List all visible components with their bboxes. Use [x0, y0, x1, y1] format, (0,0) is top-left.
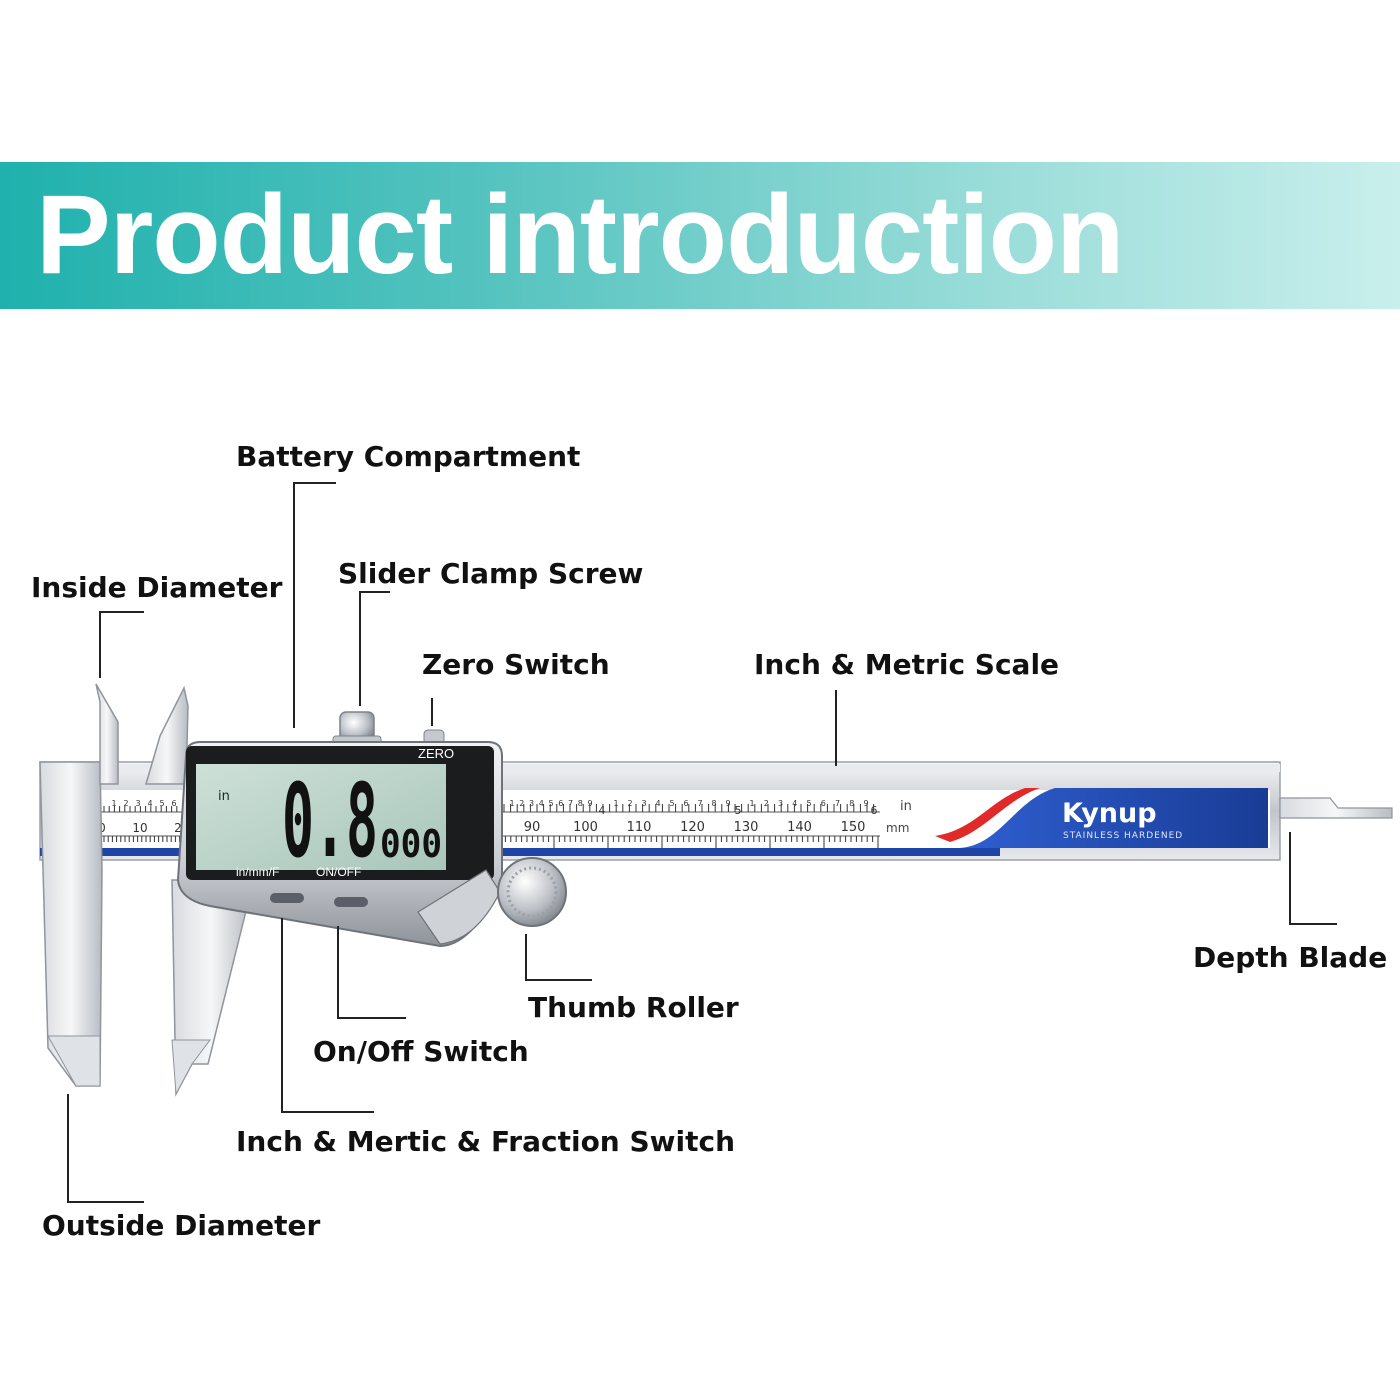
mm-scale-number: 100 [573, 820, 598, 835]
inch-minor-digit: 1 [749, 799, 754, 808]
inch-minor-digit: 7 [835, 799, 840, 808]
inch-minor-digit: 2 [764, 799, 769, 808]
brand-subtitle: STAINLESS HARDENED [1063, 831, 1183, 841]
leader-battery-compartment [293, 482, 336, 728]
jaw-mm-number: 0 [98, 821, 106, 835]
inch-minor-digit: 3 [529, 799, 534, 808]
inch-minor-digit: 5 [669, 799, 674, 808]
inch-minor-digit: 5 [806, 799, 811, 808]
callout-on-off-switch: On/Off Switch [313, 1035, 529, 1068]
lcd-screen [196, 764, 446, 870]
lcd-reading-small: 000 [380, 822, 442, 866]
inch-minor-digit: 1 [509, 799, 514, 808]
inside-jaw-fixed [95, 683, 119, 785]
leader-on-off-switch [337, 926, 406, 1019]
jaw-mm-number: 10 [132, 821, 147, 835]
inch-minor-digit: 2 [627, 799, 632, 808]
mm-scale-number: 140 [787, 820, 812, 835]
callout-zero-switch: Zero Switch [422, 648, 610, 681]
inch-minor-digit: 2 [519, 799, 524, 808]
mm-scale-unit-label: mm [886, 821, 909, 835]
brand-logo: Kynup [1062, 798, 1157, 829]
jaw-mm-number: 2 [174, 821, 182, 835]
inch-minor-digit: 6 [821, 799, 826, 808]
callout-slider-clamp-screw: Slider Clamp Screw [338, 557, 644, 590]
inch-minor-digit: 3 [641, 799, 646, 808]
inch-minor-digit: 7 [568, 799, 573, 808]
inch-minor-digit: 6 [683, 799, 688, 808]
power-button-label: ON/OFF [316, 865, 361, 879]
jaw-inch-digit: 3 [135, 799, 140, 808]
mm-scale-number: 90 [524, 820, 541, 835]
power-button[interactable] [334, 897, 368, 907]
inch-minor-digit: 7 [697, 799, 702, 808]
inch-minor-digit: 1 [613, 799, 618, 808]
fixed-jaw [39, 683, 119, 1087]
leader-outside-diameter [67, 1094, 144, 1203]
leader-inside-diameter [99, 611, 144, 678]
callout-inside-diameter: Inside Diameter [31, 571, 283, 604]
inch-minor-digit: 8 [849, 799, 854, 808]
leader-depth-blade [1289, 832, 1337, 925]
inch-minor-digit: 4 [655, 799, 660, 808]
thumb-roller[interactable] [497, 857, 567, 927]
leader-lines [67, 482, 1337, 1203]
inch-scale-number: 4 [599, 804, 606, 817]
inch-minor-digit: 4 [792, 799, 797, 808]
inch-minor-digit: 9 [587, 799, 592, 808]
mm-scale-number: 130 [734, 820, 759, 835]
mode-button[interactable] [270, 893, 304, 903]
inch-scale-unit-label: in [900, 799, 912, 814]
inside-jaw-sliding [145, 685, 189, 785]
mm-scale-number: 150 [841, 820, 866, 835]
leader-thumb-roller [525, 934, 592, 981]
red-swoosh [935, 788, 1040, 842]
callout-inch-metric-fraction-switch: Inch & Mertic & Fraction Switch [236, 1125, 736, 1158]
jaw-inch-digit: 6 [171, 799, 176, 808]
mode-button-label: in/mm/F [236, 865, 279, 879]
lcd-unit: in [218, 789, 230, 804]
callout-outside-diameter: Outside Diameter [42, 1209, 321, 1242]
inch-minor-digit: 8 [578, 799, 583, 808]
zero-switch-label: ZERO [418, 746, 454, 761]
lcd-reading-main: 0.8 [282, 762, 378, 881]
mm-scale-number: 120 [680, 820, 705, 835]
title-banner: Product introduction [0, 162, 1400, 309]
callout-depth-blade: Depth Blade [1193, 941, 1388, 974]
jaw-inch-digit: 4 [147, 799, 152, 808]
banner-title: Product introduction [36, 172, 1124, 297]
jaw-inch-digit: 1 [111, 799, 116, 808]
inch-minor-digit: 6 [558, 799, 563, 808]
jaw-inch-digit: 5 [159, 799, 164, 808]
inch-minor-digit: 4 [539, 799, 544, 808]
leader-fraction-switch [281, 918, 374, 1113]
callout-thumb-roller: Thumb Roller [528, 991, 739, 1024]
inch-minor-digit: 8 [711, 799, 716, 808]
inch-minor-digit: 5 [548, 799, 553, 808]
leader-slider-clamp-screw [359, 591, 390, 706]
jaw-inch-digit: 2 [123, 799, 128, 808]
inch-minor-digit: 9 [863, 799, 868, 808]
inch-minor-digit: 3 [778, 799, 783, 808]
callout-battery-compartment: Battery Compartment [236, 440, 581, 473]
inch-scale-number: 5 [735, 804, 742, 817]
depth-blade [1279, 797, 1393, 819]
callout-inch-metric-scale: Inch & Metric Scale [754, 648, 1060, 681]
brand-panel [960, 788, 1268, 848]
inch-minor-digit: 9 [725, 799, 730, 808]
inch-scale-number: 6 [871, 804, 878, 817]
mm-scale-number: 110 [627, 820, 652, 835]
